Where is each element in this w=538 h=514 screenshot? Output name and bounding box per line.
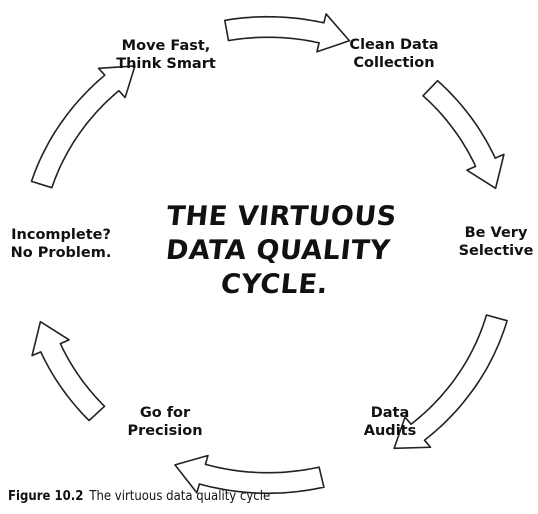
step-line: Think Smart bbox=[116, 56, 216, 72]
step-incomplete-no-problem: Incomplete? No Problem. bbox=[0, 226, 122, 262]
step-line: Be Very bbox=[464, 225, 528, 241]
diagram-title: THE VIRTUOUS DATA QUALITY CYCLE. bbox=[123, 200, 434, 302]
step-go-for-precision: Go for Precision bbox=[110, 404, 220, 440]
arrow-to-data-audits bbox=[393, 314, 508, 450]
caption-label: Figure 10.2 bbox=[8, 489, 84, 504]
caption-text: The virtuous data quality cycle bbox=[89, 489, 271, 504]
step-clean-data-collection: Clean Data Collection bbox=[334, 36, 454, 72]
arrow-to-go-for-precision bbox=[174, 454, 325, 495]
step-line: Precision bbox=[127, 423, 203, 439]
step-line: Collection bbox=[353, 55, 435, 71]
step-data-audits: Data Audits bbox=[345, 404, 435, 440]
figure-caption: Figure 10.2 The virtuous data quality cyc… bbox=[8, 489, 270, 504]
arrow-to-move-fast-think-smart bbox=[30, 65, 136, 189]
step-line: Clean Data bbox=[349, 37, 439, 53]
arrow-to-be-very-selective bbox=[422, 79, 505, 190]
arrow-to-clean-data-collection bbox=[224, 13, 351, 53]
title-line: THE VIRTUOUS bbox=[164, 201, 399, 232]
step-line: Incomplete? bbox=[11, 227, 111, 243]
step-be-very-selective: Be Very Selective bbox=[448, 224, 538, 260]
step-line: No Problem. bbox=[10, 245, 112, 261]
title-line: DATA QUALITY CYCLE. bbox=[164, 235, 392, 300]
step-line: Data bbox=[370, 405, 410, 421]
step-move-fast-think-smart: Move Fast, Think Smart bbox=[100, 37, 232, 73]
step-line: Move Fast, bbox=[121, 38, 211, 54]
step-line: Audits bbox=[363, 423, 417, 439]
step-line: Selective bbox=[458, 243, 534, 259]
step-line: Go for bbox=[139, 405, 191, 421]
arrow-to-incomplete-no-problem bbox=[31, 320, 106, 422]
